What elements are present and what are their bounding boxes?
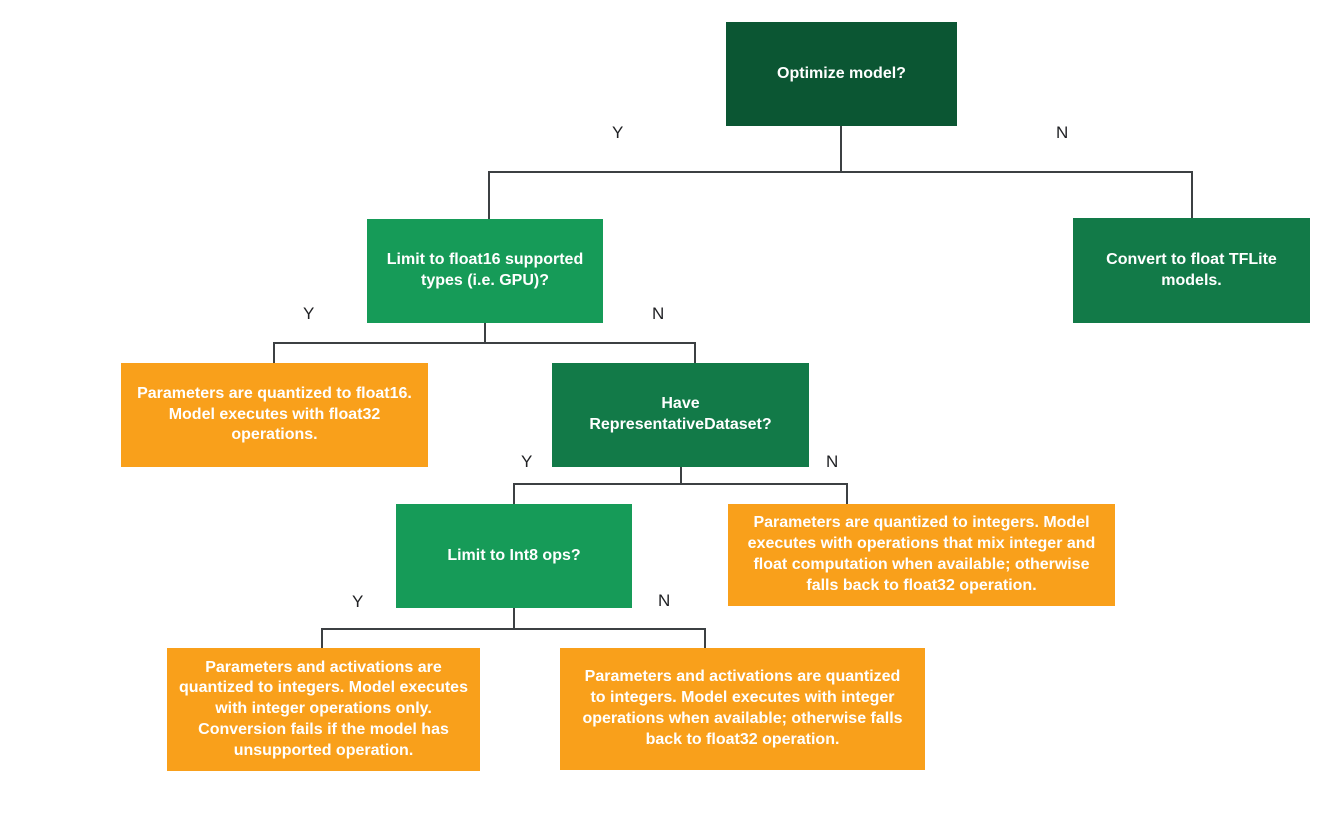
node-int8-only-result: Parameters and activations are quantized… <box>167 648 480 771</box>
node-have-representative-dataset: Have RepresentativeDataset? <box>552 363 809 467</box>
node-limit-float16: Limit to float16 supported types (i.e. G… <box>367 219 603 323</box>
connector-level2-horizontal <box>273 342 696 344</box>
node-have-representative-dataset-label: Have RepresentativeDataset? <box>589 395 772 433</box>
node-convert-float-tflite-label: Convert to float TFLite models. <box>1106 250 1277 289</box>
node-int8-fallback-result-label: Parameters and activations are quantized… <box>582 668 903 748</box>
node-mixed-quantization-result-label: Parameters are quantized to integers. Mo… <box>747 514 1096 594</box>
connector-level4-horizontal <box>321 628 706 630</box>
connector-level3-no-drop <box>846 483 848 504</box>
connector-level1-no-drop <box>1191 171 1193 218</box>
branch-dataset-no: N <box>826 452 839 471</box>
branch-int8-no: N <box>658 591 671 610</box>
connector-level2-no-drop <box>694 342 696 363</box>
connector-level3-yes-drop <box>513 483 515 504</box>
connector-level3-horizontal <box>513 483 848 485</box>
node-convert-float-tflite: Convert to float TFLite models. <box>1073 218 1310 323</box>
connector-level1-horizontal <box>488 171 1193 173</box>
node-limit-float16-label: Limit to float16 supported types (i.e. G… <box>386 251 584 289</box>
connector-level2-yes-drop <box>273 342 275 363</box>
connector-dataset-stem <box>680 467 682 485</box>
node-float16-result: Parameters are quantized to float16. Mod… <box>121 363 428 467</box>
connector-level4-no-drop <box>704 628 706 648</box>
connector-int8-stem <box>513 608 515 630</box>
connector-level1-yes-drop <box>488 171 490 219</box>
branch-int8-yes: Y <box>352 592 364 611</box>
branch-dataset-yes: Y <box>521 452 533 471</box>
node-int8-only-result-label: Parameters and activations are quantized… <box>179 658 468 759</box>
connector-optimize-stem <box>840 126 842 172</box>
node-limit-int8-label: Limit to Int8 ops? <box>447 546 581 564</box>
node-float16-result-label: Parameters are quantized to float16. Mod… <box>137 384 412 444</box>
branch-float16-no: N <box>652 304 665 323</box>
connector-level4-yes-drop <box>321 628 323 648</box>
node-limit-int8: Limit to Int8 ops? <box>396 504 632 608</box>
branch-float16-yes: Y <box>303 304 315 323</box>
branch-optimize-no: N <box>1056 123 1069 142</box>
connector-float16-stem <box>484 323 486 344</box>
node-optimize-model-label: Optimize model? <box>777 64 906 82</box>
node-mixed-quantization-result: Parameters are quantized to integers. Mo… <box>728 504 1115 606</box>
node-int8-fallback-result: Parameters and activations are quantized… <box>560 648 925 770</box>
branch-optimize-yes: Y <box>612 123 624 142</box>
node-optimize-model: Optimize model? <box>726 22 957 126</box>
